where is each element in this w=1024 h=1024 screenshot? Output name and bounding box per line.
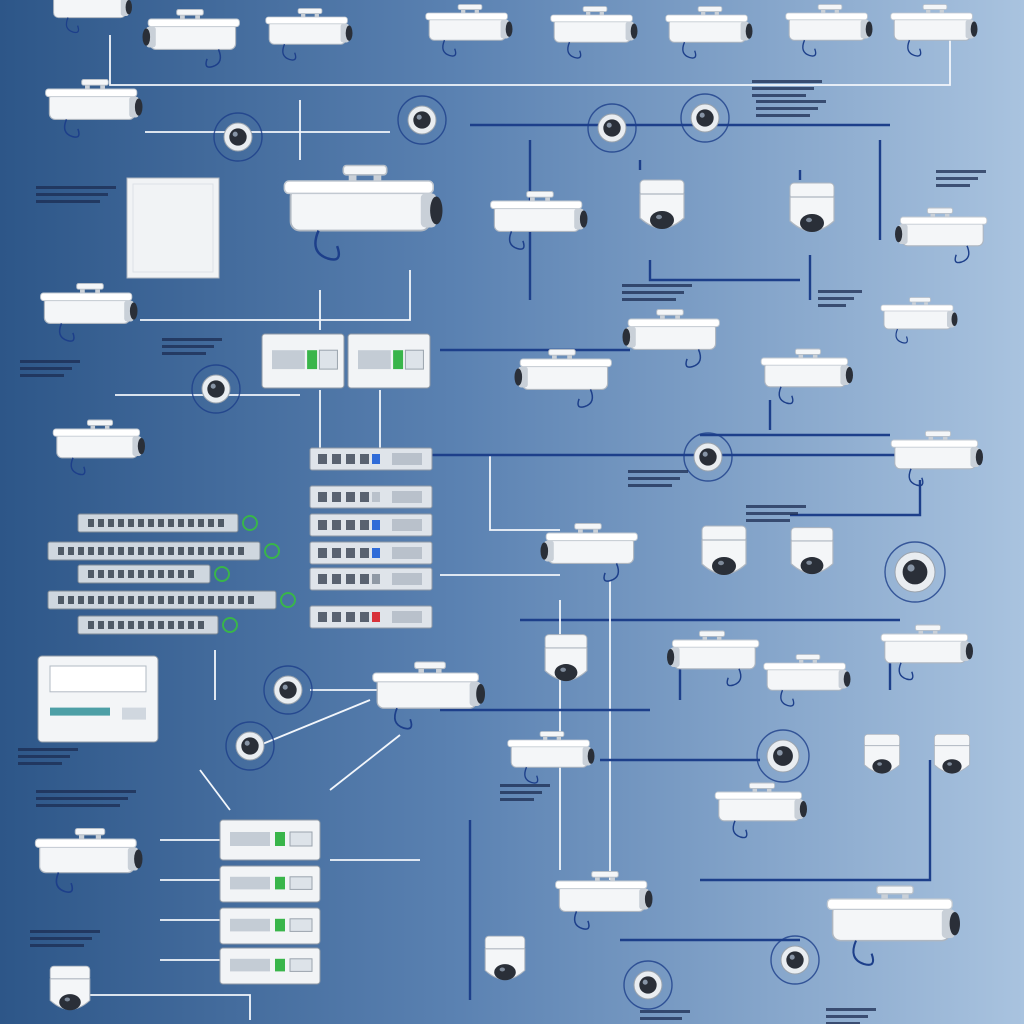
label-block bbox=[20, 360, 80, 377]
bullet-camera bbox=[540, 523, 638, 582]
bullet-camera bbox=[53, 0, 132, 34]
lens-camera bbox=[884, 541, 946, 603]
lens-camera bbox=[623, 960, 673, 1010]
label-block bbox=[36, 790, 136, 807]
cable-link bbox=[199, 769, 231, 811]
bullet-camera bbox=[490, 191, 588, 250]
label-block bbox=[746, 505, 806, 522]
bullet-camera bbox=[880, 297, 958, 344]
dome-camera bbox=[863, 733, 901, 774]
bullet-camera bbox=[34, 827, 143, 893]
bullet-camera bbox=[40, 283, 138, 342]
bullet-camera bbox=[283, 164, 443, 261]
cable-link bbox=[109, 35, 951, 86]
dome-camera bbox=[544, 634, 588, 682]
server-rack-unit bbox=[219, 819, 321, 861]
dome-camera bbox=[701, 525, 747, 575]
dome-camera bbox=[484, 935, 526, 981]
network-switch bbox=[309, 605, 433, 629]
label-block bbox=[756, 100, 826, 117]
network-switch bbox=[309, 567, 433, 591]
bullet-camera bbox=[45, 79, 143, 138]
dvr-recorder bbox=[37, 655, 159, 743]
lens-camera bbox=[587, 103, 637, 153]
lens-camera bbox=[263, 665, 313, 715]
bullet-camera bbox=[890, 430, 983, 487]
cable-link bbox=[90, 994, 251, 1020]
cable-link bbox=[648, 260, 800, 282]
network-switch bbox=[77, 564, 230, 584]
network-switch bbox=[47, 541, 280, 561]
label-block bbox=[30, 930, 100, 947]
network-switch bbox=[309, 447, 433, 471]
bullet-camera bbox=[826, 885, 960, 966]
bullet-camera bbox=[622, 309, 720, 368]
lens-camera bbox=[213, 112, 263, 162]
label-block bbox=[752, 80, 822, 97]
network-switch bbox=[47, 590, 296, 610]
label-block bbox=[162, 338, 222, 355]
server-rack-unit bbox=[347, 333, 431, 389]
bullet-camera bbox=[265, 8, 353, 61]
cable-link bbox=[259, 699, 371, 746]
dome-camera bbox=[933, 733, 971, 774]
server-rack-unit bbox=[219, 947, 321, 985]
device-layer bbox=[18, 0, 988, 1024]
cable-link bbox=[140, 270, 411, 321]
label-block bbox=[818, 290, 862, 307]
network-switch bbox=[77, 615, 238, 635]
bullet-camera bbox=[514, 349, 612, 408]
bullet-camera bbox=[665, 6, 753, 59]
label-block bbox=[628, 470, 688, 487]
lens-camera bbox=[225, 721, 275, 771]
bullet-camera bbox=[714, 782, 807, 839]
cable-link bbox=[489, 455, 560, 531]
lens-camera bbox=[191, 364, 241, 414]
bullet-camera bbox=[52, 419, 145, 476]
server-rack-unit bbox=[219, 865, 321, 903]
network-switch bbox=[77, 513, 258, 533]
dome-camera bbox=[639, 179, 685, 229]
lens-camera bbox=[683, 432, 733, 482]
network-switch bbox=[309, 513, 433, 537]
bullet-camera bbox=[760, 348, 853, 405]
network-switch bbox=[309, 541, 433, 565]
label-block bbox=[936, 170, 986, 187]
lens-camera bbox=[756, 729, 810, 783]
bullet-camera bbox=[507, 731, 595, 784]
bullet-camera bbox=[555, 871, 653, 930]
label-block bbox=[500, 784, 550, 801]
cable-link bbox=[700, 760, 932, 882]
lens-camera bbox=[397, 95, 447, 145]
cable-link bbox=[790, 480, 922, 517]
server-rack-unit bbox=[219, 907, 321, 945]
label-block bbox=[622, 284, 692, 301]
bullet-camera bbox=[142, 9, 240, 68]
dome-camera bbox=[789, 182, 835, 232]
server-rack-unit bbox=[261, 333, 345, 389]
bullet-camera bbox=[667, 630, 760, 687]
bullet-camera bbox=[785, 4, 873, 57]
bullet-camera bbox=[425, 4, 513, 57]
bullet-camera bbox=[550, 6, 638, 59]
lens-camera bbox=[770, 935, 820, 985]
dome-camera bbox=[49, 965, 91, 1011]
dome-camera bbox=[790, 527, 834, 575]
label-block bbox=[640, 1010, 690, 1020]
bullet-camera bbox=[763, 654, 851, 707]
label-block bbox=[18, 748, 78, 765]
network-switch bbox=[309, 485, 433, 509]
label-block bbox=[826, 1008, 876, 1024]
label-block bbox=[36, 186, 116, 203]
bullet-camera bbox=[372, 661, 485, 730]
cable-layer bbox=[90, 35, 951, 1020]
bullet-camera bbox=[890, 4, 978, 57]
control-cabinet bbox=[126, 177, 220, 279]
bullet-camera bbox=[880, 624, 973, 681]
lens-camera bbox=[680, 93, 730, 143]
bullet-camera bbox=[895, 207, 988, 264]
cable-link bbox=[329, 734, 401, 791]
